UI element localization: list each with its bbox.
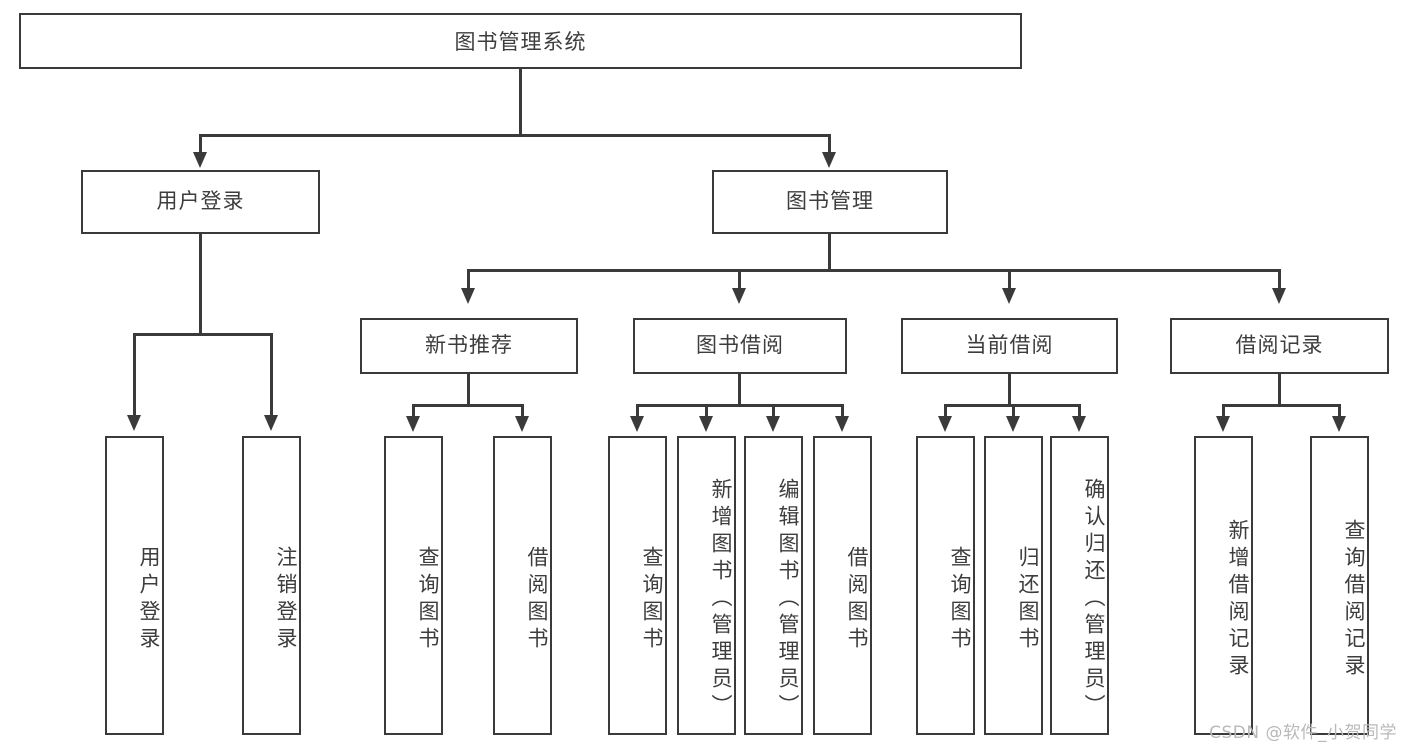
leaf-current-borrow-query[interactable]: 查询图书 [916,436,975,735]
connector-book-manage-drop-3 [1278,269,1281,291]
arrowhead-new-book [461,288,475,304]
connector-book-manage-stem [828,234,831,271]
node-label: 用户登录 [137,545,161,654]
node-label: 图书管理系统 [454,30,587,54]
node-current-borrow[interactable]: 当前借阅 [901,318,1118,374]
node-label: 借阅图书 [845,545,869,654]
connector-borrow-record-stem [1278,374,1281,406]
node-label: 用户登录 [156,189,245,214]
connector-book-manage-drop-1 [738,269,741,291]
arrowhead-leaf-book-borrow-2 [766,416,780,432]
leaf-book-add-admin[interactable]: 新增图书（管理员） [677,436,736,735]
connector-current-borrow-drop-2 [1078,404,1081,418]
arrowhead-leaf-book-borrow-3 [835,416,849,432]
connector-root-bus [199,134,831,137]
connector-new-book-stem [467,374,470,406]
arrowhead-leaf-user-login-0 [127,415,141,431]
arrowhead-user-login [193,152,207,168]
connector-current-borrow-drop-0 [944,404,947,418]
node-book-manage[interactable]: 图书管理 [712,170,948,234]
connector-user-login-drop-0 [133,333,136,417]
leaf-book-edit-admin[interactable]: 编辑图书（管理员） [744,436,803,735]
node-book-borrow[interactable]: 图书借阅 [633,318,847,374]
node-label: 新增借阅记录 [1226,518,1250,681]
connector-book-borrow-drop-3 [841,404,844,418]
node-label: 确认归还（管理员） [1082,478,1106,721]
node-new-book-recommend[interactable]: 新书推荐 [360,318,578,374]
arrowhead-book-manage [822,152,836,168]
node-label: 图书借阅 [696,333,784,358]
connector-new-book-drop-1 [521,404,524,418]
connector-borrow-record-drop-0 [1222,404,1225,418]
node-root-system[interactable]: 图书管理系统 [19,13,1022,69]
leaf-book-borrow-action[interactable]: 借阅图书 [813,436,872,735]
arrowhead-borrow-record [1272,288,1286,304]
arrowhead-book-borrow [732,288,746,304]
connector-user-login-bus [133,333,272,336]
leaf-query-borrow-record[interactable]: 查询借阅记录 [1310,436,1369,735]
leaf-user-login[interactable]: 用户登录 [105,436,164,735]
connector-new-book-bus [412,404,524,407]
node-label: 新增图书（管理员） [709,478,733,721]
node-label: 图书管理 [786,189,874,214]
connector-book-borrow-drop-0 [636,404,639,418]
connector-current-borrow-drop-1 [1012,404,1015,418]
connector-book-borrow-bus [636,404,844,407]
leaf-new-book-borrow[interactable]: 借阅图书 [493,436,552,735]
leaf-new-book-query[interactable]: 查询图书 [384,436,443,735]
arrowhead-leaf-book-borrow-0 [630,416,644,432]
connector-user-login-stem [199,234,202,335]
node-label: 借阅记录 [1235,333,1324,358]
csdn-watermark: CSDN @软件_小贺同学 [1209,723,1397,743]
node-label: 查询图书 [640,545,664,654]
node-label: 归还图书 [1016,545,1040,654]
connector-new-book-drop-0 [412,404,415,418]
connector-current-borrow-bus [944,404,1078,407]
node-user-login[interactable]: 用户登录 [81,170,320,234]
arrowhead-leaf-new-book-1 [515,416,529,432]
node-label: 新书推荐 [425,333,513,358]
connector-user-login-drop-1 [270,333,273,417]
leaf-return-book[interactable]: 归还图书 [984,436,1043,735]
connector-book-manage-drop-2 [1008,269,1011,291]
connector-book-borrow-drop-2 [772,404,775,418]
arrowhead-leaf-borrow-record-1 [1332,416,1346,432]
connector-to-book-manage [828,134,831,156]
leaf-book-borrow-query[interactable]: 查询图书 [608,436,667,735]
arrowhead-leaf-book-borrow-1 [699,416,713,432]
connector-book-manage-bus [467,269,1280,272]
arrowhead-leaf-borrow-record-0 [1216,416,1230,432]
arrowhead-leaf-new-book-0 [406,416,420,432]
connector-book-borrow-stem [738,374,741,406]
arrowhead-leaf-user-login-1 [264,415,278,431]
connector-book-borrow-drop-1 [705,404,708,418]
node-label: 查询图书 [948,545,972,654]
leaf-add-borrow-record[interactable]: 新增借阅记录 [1194,436,1253,735]
leaf-logout[interactable]: 注销登录 [242,436,301,735]
node-label: 借阅图书 [525,545,549,654]
connector-borrow-record-bus [1222,404,1341,407]
connector-root-stem [519,69,522,136]
connector-borrow-record-drop-1 [1338,404,1341,418]
leaf-confirm-return-admin[interactable]: 确认归还（管理员） [1050,436,1109,735]
arrowhead-current-borrow [1002,288,1016,304]
arrowhead-leaf-current-borrow-1 [1006,416,1020,432]
connector-book-manage-drop-0 [467,269,470,291]
node-label: 当前借阅 [965,333,1054,358]
node-borrow-record[interactable]: 借阅记录 [1170,318,1389,374]
arrowhead-leaf-current-borrow-2 [1072,416,1086,432]
node-label: 注销登录 [274,545,298,654]
connector-current-borrow-stem [1008,374,1011,406]
arrowhead-leaf-current-borrow-0 [938,416,952,432]
node-label: 编辑图书（管理员） [776,478,800,721]
connector-to-user-login [199,134,202,156]
node-label: 查询图书 [416,545,440,654]
node-label: 查询借阅记录 [1342,518,1366,681]
